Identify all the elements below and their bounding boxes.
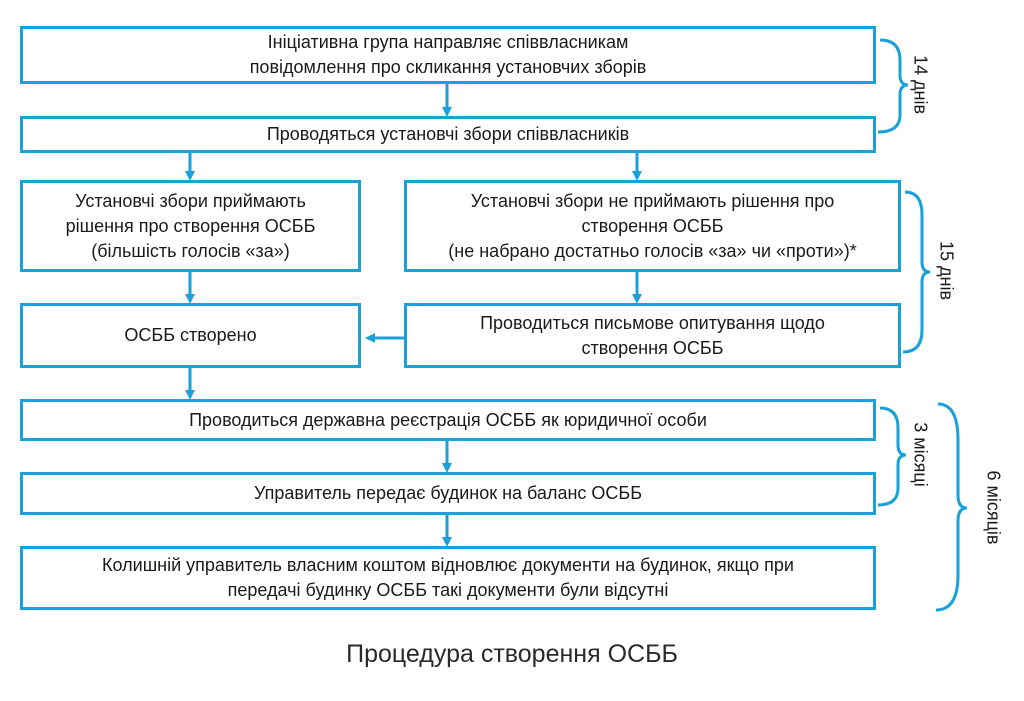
step-decision-no-line-1: Установчі збори не приймають рішення про xyxy=(470,190,835,211)
step-documents-line-1: Колишній управитель власним коштом відно… xyxy=(102,555,794,575)
step-decision-no-line-2: створення ОСББ xyxy=(581,215,724,236)
diagram-caption: Процедура створення ОСББ xyxy=(346,640,678,668)
duration-15-days: 15 днів xyxy=(936,240,957,301)
step-created: ОСББ створено xyxy=(20,303,361,368)
step-created-line-1: ОСББ створено xyxy=(124,325,257,345)
brace-14-days-icon xyxy=(877,38,909,134)
step-initiative-line-1: Ініціативна група направляє співвласника… xyxy=(267,32,629,52)
brace-15-days-icon xyxy=(902,190,931,354)
step-initiative: Ініціативна група направляє співвласника… xyxy=(20,26,876,84)
step-decision-yes-line-3: (більшість голосів «за») xyxy=(91,240,290,261)
step-documents-line-2: передачі будинку ОСББ такі документи бул… xyxy=(227,580,669,600)
step-survey-line-2: створення ОСББ xyxy=(581,337,724,358)
brace-6-months-icon xyxy=(935,402,968,612)
step-survey: Проводиться письмове опитування щодо ств… xyxy=(404,303,901,368)
step-handover-line-1: Управитель передає будинок на баланс ОСБ… xyxy=(253,483,643,503)
step-decision-yes-line-2: рішення про створення ОСББ xyxy=(65,215,316,236)
step-documents: Колишній управитель власним коштом відно… xyxy=(20,546,876,610)
duration-6-months: 6 місяців xyxy=(983,470,1004,545)
step-registration: Проводиться державна реєстрація ОСББ як … xyxy=(20,399,876,441)
duration-3-months: 3 місяці xyxy=(910,422,931,487)
duration-14-days: 14 днів xyxy=(910,54,931,115)
step-decision-no-line-3: (не набрано достатньо голосів «за» чи «п… xyxy=(448,240,857,261)
step-decision-yes: Установчі збори приймають рішення про ст… xyxy=(20,180,361,272)
step-survey-line-1: Проводиться письмове опитування щодо xyxy=(480,312,825,333)
step-handover: Управитель передає будинок на баланс ОСБ… xyxy=(20,472,876,515)
step-decision-no: Установчі збори не приймають рішення про… xyxy=(404,180,901,272)
step-meeting-line-1: Проводяться установчі збори співвласникі… xyxy=(266,124,630,144)
brace-3-months-icon xyxy=(877,406,907,507)
step-registration-line-1: Проводиться державна реєстрація ОСББ як … xyxy=(189,409,707,430)
step-decision-yes-line-1: Установчі збори приймають xyxy=(75,190,306,211)
step-initiative-line-2: повідомлення про скликання установчих зб… xyxy=(249,57,647,77)
step-meeting: Проводяться установчі збори співвласникі… xyxy=(20,116,876,153)
